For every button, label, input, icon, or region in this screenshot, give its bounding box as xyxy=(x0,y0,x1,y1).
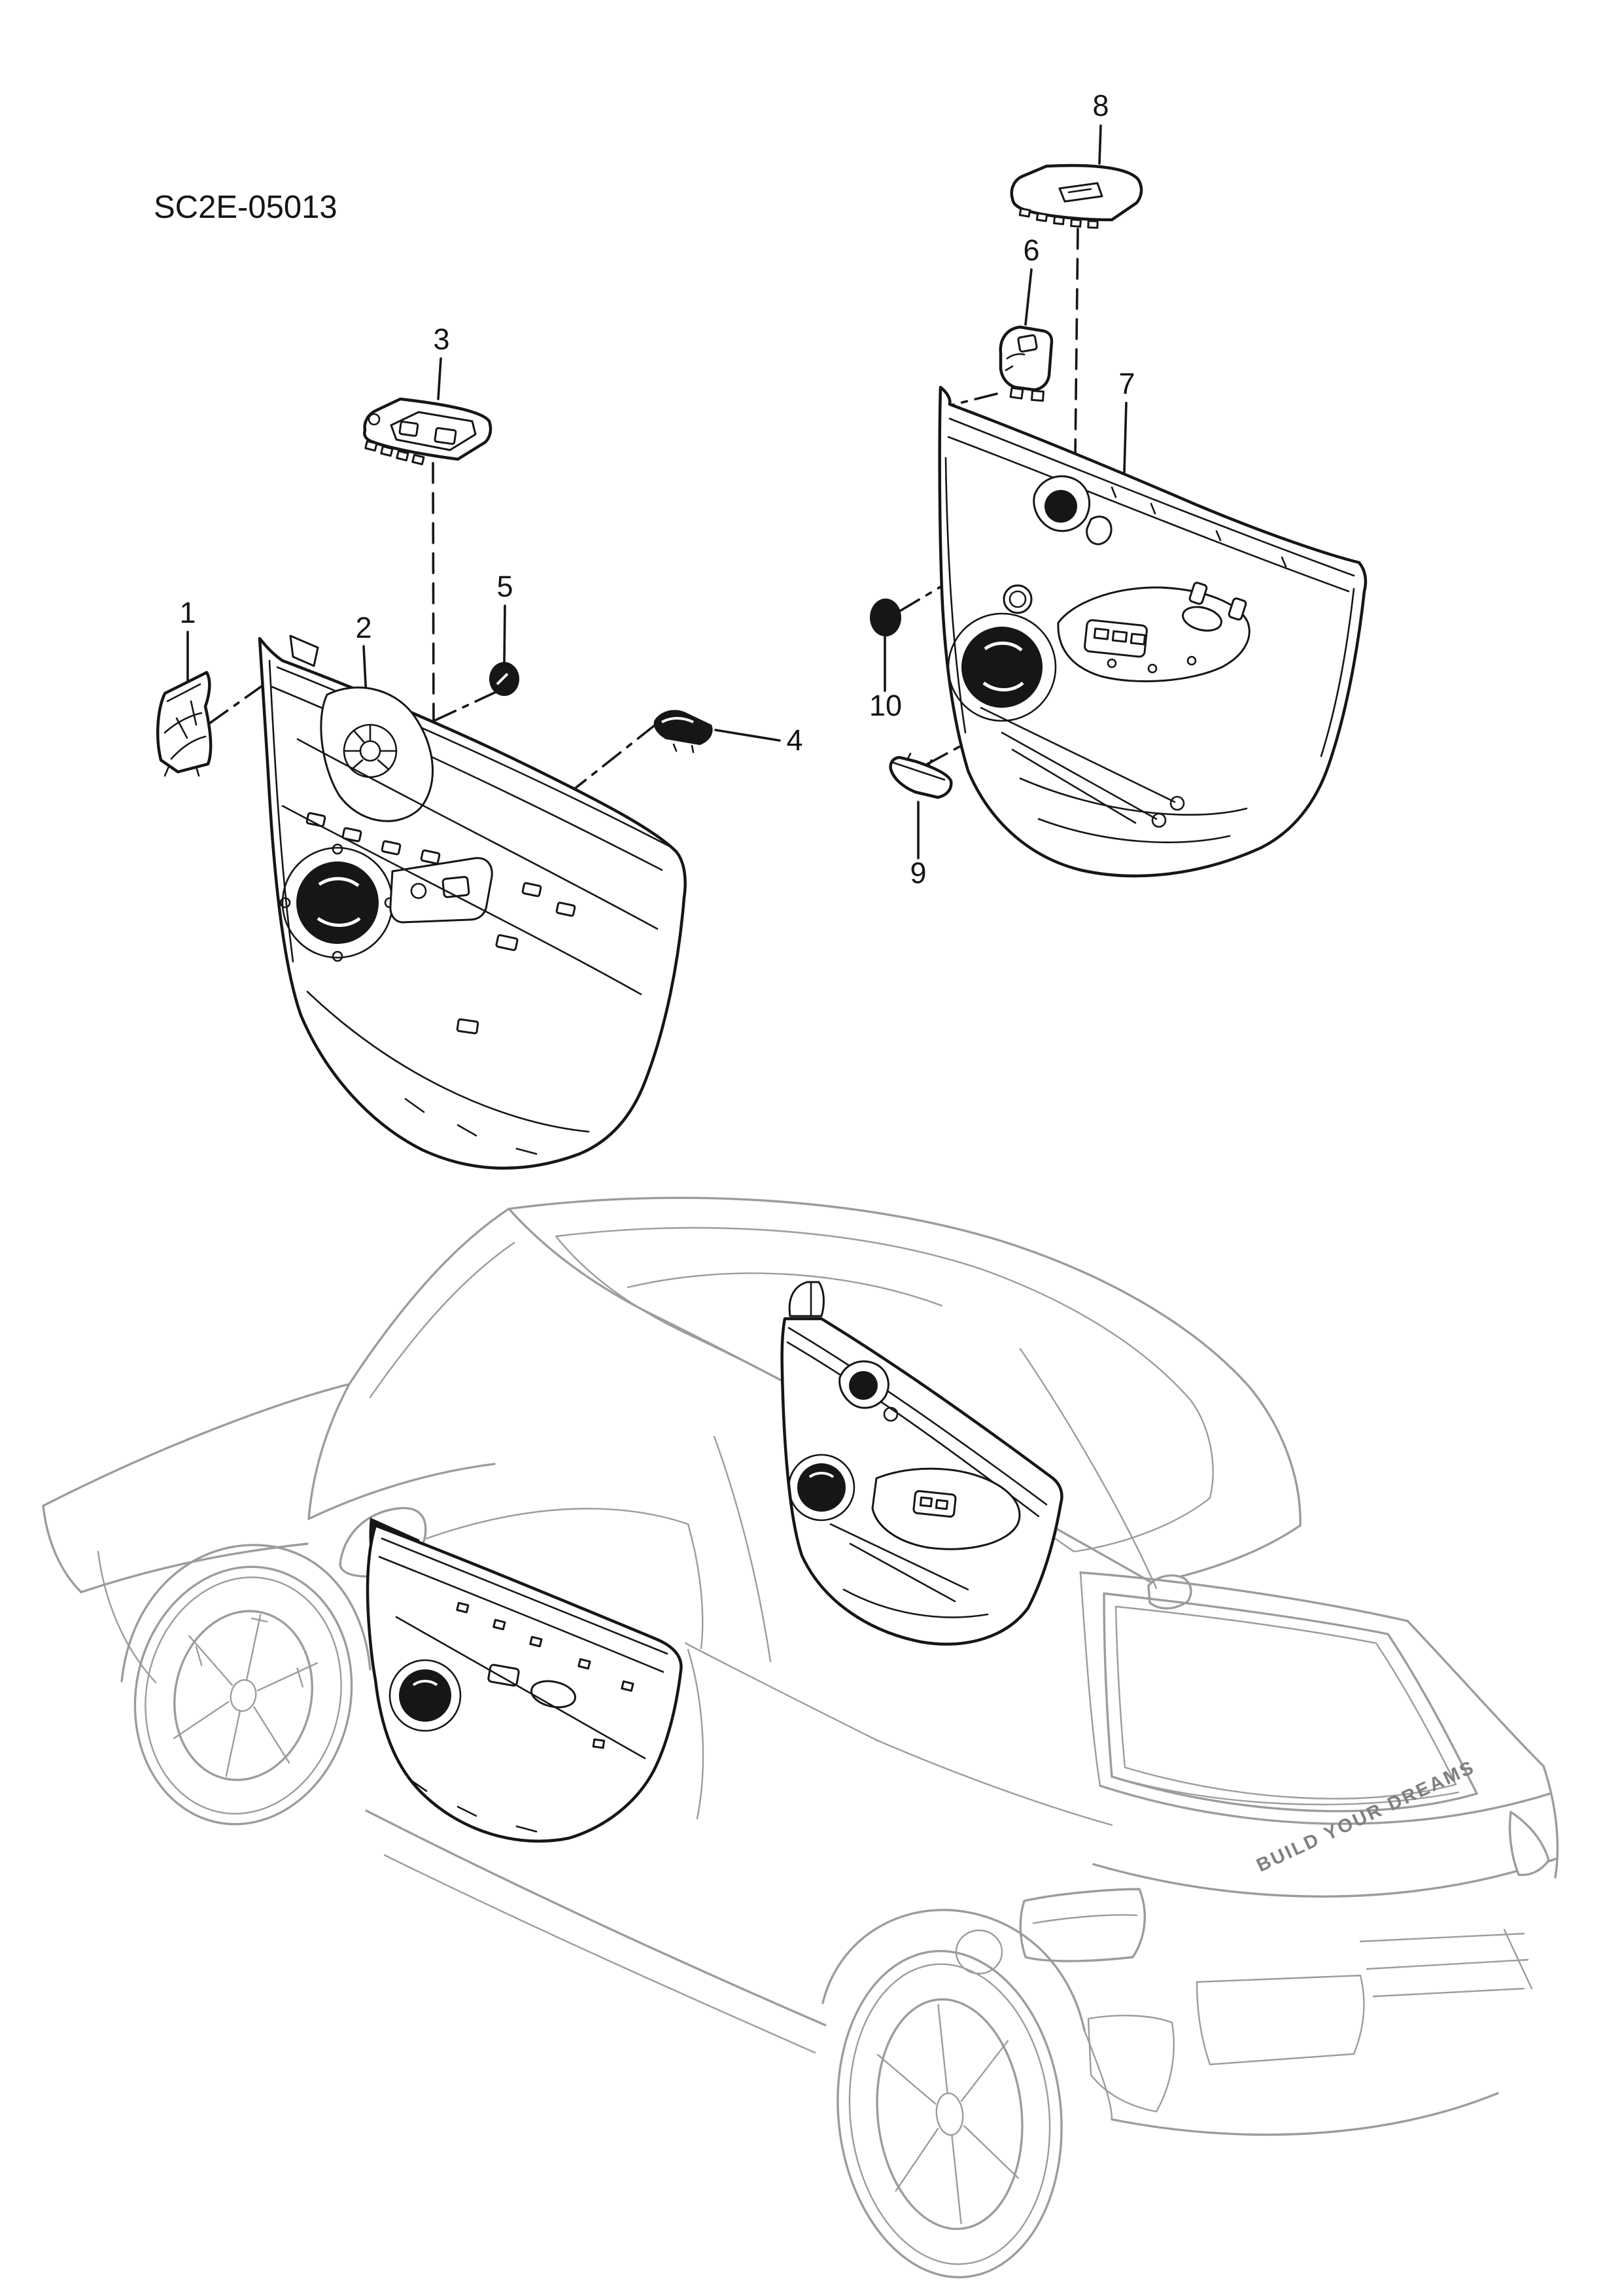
front-wheel xyxy=(133,1565,353,1826)
car-rear-end: BUILD YOUR DREAMS xyxy=(1019,1571,1559,2136)
callout-9: 9 xyxy=(910,856,926,890)
car-side xyxy=(365,1348,1158,2054)
exploded-view-front-door: 1 2 3 4 5 xyxy=(156,322,803,1170)
part-mirror-corner-cover xyxy=(156,670,213,777)
callout-3: 3 xyxy=(433,322,449,356)
callout-5: 5 xyxy=(496,570,513,603)
rear-wheel-arch xyxy=(821,1909,1113,2121)
callout-7: 7 xyxy=(1118,367,1135,400)
part-front-door-trim-panel xyxy=(258,635,687,1170)
part-window-switch-bezel-rear xyxy=(1010,164,1143,229)
car-overview: BUILD YOUR DREAMS xyxy=(42,1196,1559,2278)
in-car-rear-door-trim xyxy=(366,1518,683,1843)
part-pocket-tray xyxy=(889,752,953,799)
diagram-code: SC2E-05013 xyxy=(154,190,337,225)
callout-4: 4 xyxy=(786,723,802,757)
in-car-front-door-trim xyxy=(780,1281,1063,1646)
part-grommet-front xyxy=(489,662,519,696)
callout-10: 10 xyxy=(869,689,902,722)
callout-1: 1 xyxy=(179,596,196,629)
rear-wheel xyxy=(837,1950,1063,2278)
part-window-switch-bezel-front xyxy=(363,397,492,466)
car-windshield xyxy=(307,1208,515,1520)
callout-6: 6 xyxy=(1023,234,1039,267)
exploded-view-rear-door: 8 6 7 10 9 xyxy=(869,89,1368,890)
car-roof xyxy=(508,1196,1302,1610)
part-grommet-rear xyxy=(870,599,901,636)
callout-8: 8 xyxy=(1092,89,1109,122)
callout-2: 2 xyxy=(355,611,371,644)
part-rear-door-trim-panel xyxy=(938,385,1368,878)
car-front-end xyxy=(42,1383,371,1684)
part-latch-bracket xyxy=(999,325,1054,402)
part-pull-cup-trim xyxy=(653,710,713,754)
